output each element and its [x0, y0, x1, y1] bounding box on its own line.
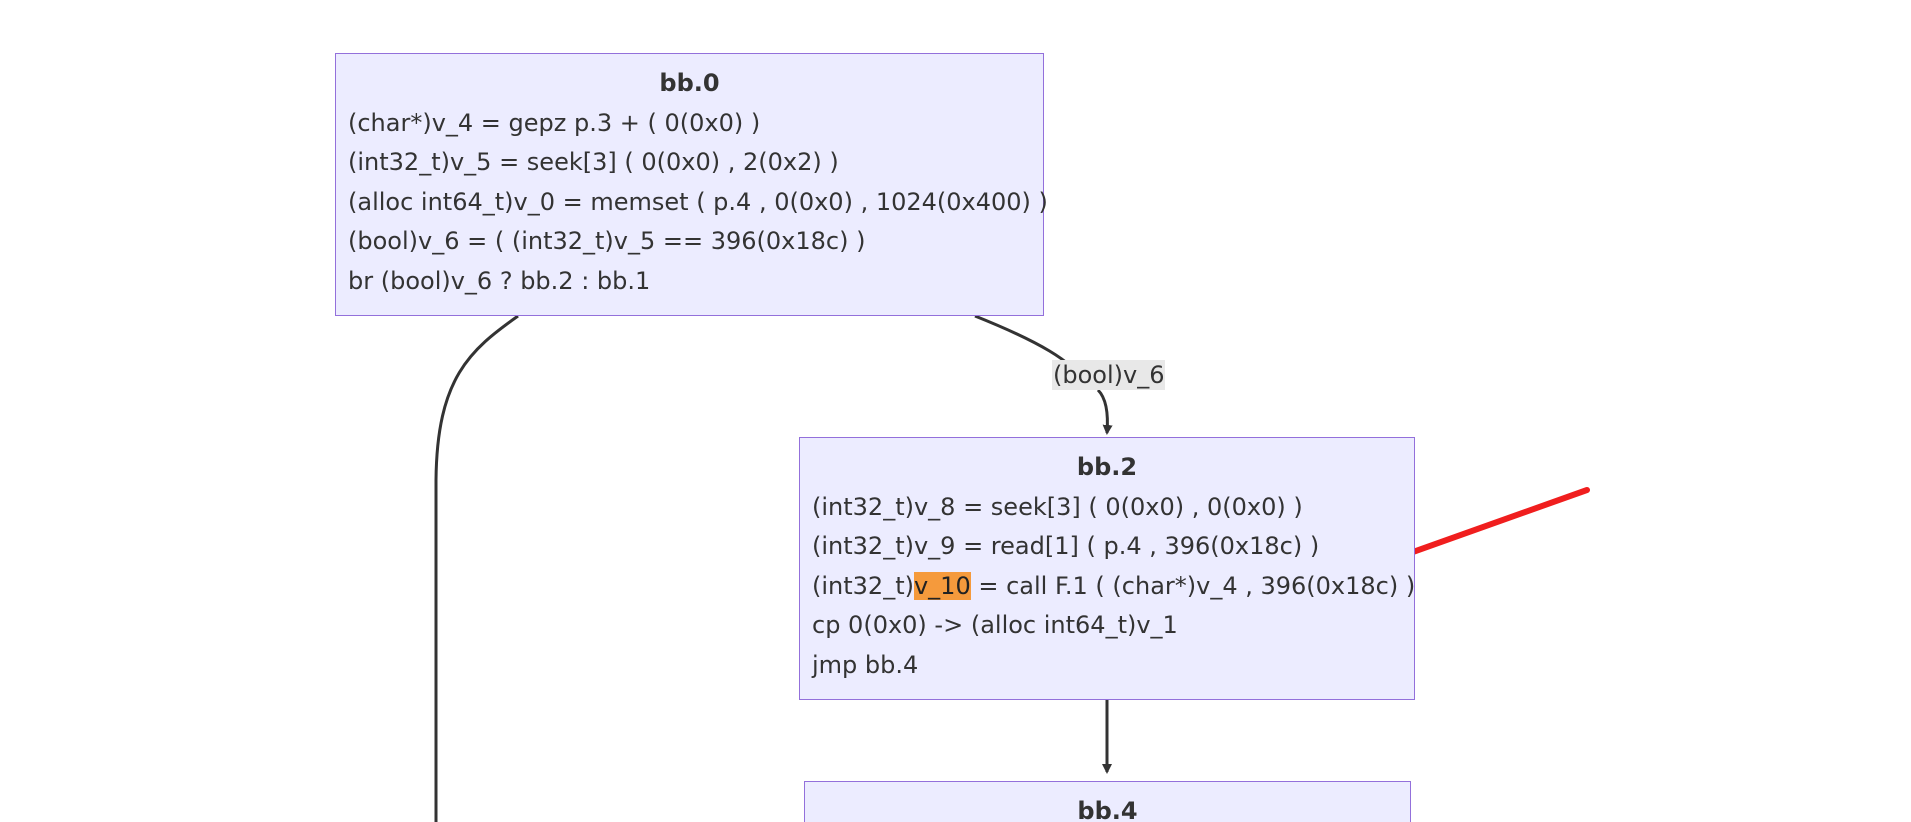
node-title: bb.2	[1076, 453, 1138, 481]
edge-label-bool-v6: (bool)v_6	[1052, 360, 1166, 390]
edge-bb0-bb1	[434, 314, 519, 822]
node-title: bb.0	[659, 69, 720, 97]
node-title: bb.4	[1077, 797, 1138, 822]
code-line: (int32_t)v_5 = seek[3] ( 0(0x0) , 2(0x2)…	[348, 148, 839, 176]
code-line-highlighted: (int32_t)v_10 = call F.1 ( (char*)v_4 , …	[812, 567, 1415, 607]
node-bb0: bb.0 (char*)v_4 = gepz p.3 + ( 0(0x0) ) …	[335, 53, 1048, 316]
code-line: jmp bb.4	[812, 650, 919, 679]
node-bb2: bb.2 (int32_t)v_8 = seek[3] ( 0(0x0) , 0…	[799, 437, 1415, 700]
highlighted-variable: v_10	[913, 571, 971, 600]
node-bb4: bb.4	[804, 781, 1411, 822]
code-suffix: = call F.1 ( (char*)v_4 , 396(0x18c) )	[970, 571, 1416, 600]
code-line: cp 0(0x0) -> (alloc int64_t)v_1	[812, 611, 1178, 639]
code-line: (bool)v_6 = ( (int32_t)v_5 == 396(0x18c)…	[348, 227, 866, 255]
code-line: br (bool)v_6 ? bb.2 : bb.1	[348, 266, 651, 295]
code-line: (char*)v_4 = gepz p.3 + ( 0(0x0) )	[348, 108, 761, 137]
code-line: (int32_t)v_8 = seek[3] ( 0(0x0) , 0(0x0)…	[812, 492, 1303, 521]
code-prefix: (int32_t)	[812, 571, 914, 600]
edge-bb0-bb2-tail	[1096, 388, 1113, 435]
annotation-arrow	[1382, 487, 1590, 565]
code-line: (int32_t)v_9 = read[1] ( p.4 , 396(0x18c…	[812, 532, 1320, 560]
code-line: (alloc int64_t)v_0 = memset ( p.4 , 0(0x…	[348, 187, 1048, 216]
